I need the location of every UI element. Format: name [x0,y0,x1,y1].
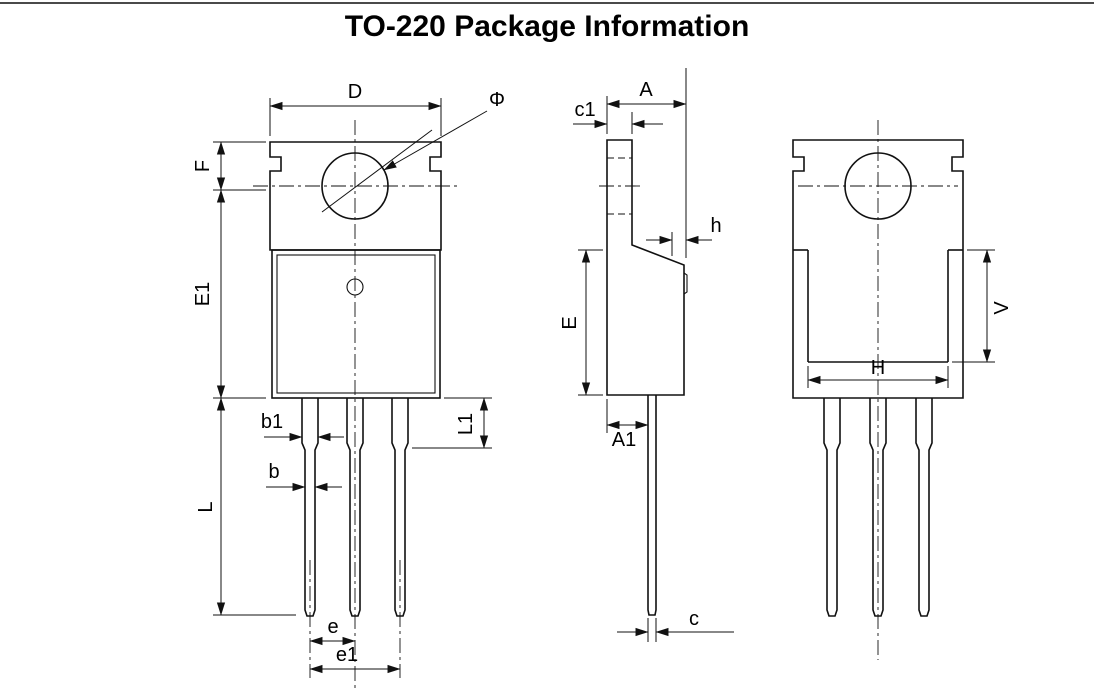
back-mounting-hole [844,152,912,220]
side-profile-outline [606,139,685,396]
dim-E: E [559,249,603,396]
label-b1: b1 [261,411,283,433]
front-lead-2 [346,398,364,617]
front-lead-1 [301,398,319,617]
label-b: b [268,461,279,483]
front-mounting-hole [321,152,389,220]
dim-e1: e1 [309,644,401,674]
dim-V: V [952,249,1013,363]
label-e1: e1 [336,644,358,666]
page-title: TO-220 Package Information [344,10,750,43]
dim-L1: L1 [412,397,492,449]
label-A: A [639,79,653,101]
dim-phi: Φ [321,89,505,213]
front-lead-3 [391,398,409,617]
dim-D: D [269,81,442,136]
label-phi: Φ [489,89,505,111]
side-view: A c1 h E [559,68,734,642]
dim-b: b [266,461,342,492]
label-D: D [348,81,362,103]
label-L: L [195,501,217,512]
dim-A: A [606,68,687,258]
dim-E1: E1 [192,189,266,399]
label-c1: c1 [574,99,595,121]
label-L1: L1 [455,413,477,435]
label-H: H [871,357,885,379]
back-outline [792,139,964,399]
dim-c1: c1 [573,99,663,134]
dim-h: h [646,215,722,256]
label-A1: A1 [612,429,636,451]
side-edge-step [683,272,688,295]
front-view: D Φ F E1 [192,81,505,690]
label-V: V [991,301,1013,315]
label-c: c [689,608,699,630]
label-E: E [559,316,581,329]
label-E1: E1 [192,282,214,306]
dim-e: e [309,616,356,646]
dim-c: c [617,608,734,642]
label-e: e [327,616,338,638]
back-lead-3 [915,398,933,617]
front-body-dimple [346,278,364,296]
dim-A1: A1 [606,399,649,451]
front-body-outline [271,249,441,399]
label-h: h [710,215,721,237]
front-body-inner-edge [276,254,436,394]
dim-L: L [195,397,296,616]
label-F: F [192,160,214,172]
side-lead [647,395,657,616]
back-lead-1 [823,398,841,617]
back-lead-2 [869,398,887,617]
back-view: H V [792,120,1013,660]
front-tab-outline [269,141,442,251]
dim-F: F [192,141,266,191]
top-border-line [0,2,1094,4]
dim-H: H [807,357,949,388]
dim-b1: b1 [261,411,344,442]
